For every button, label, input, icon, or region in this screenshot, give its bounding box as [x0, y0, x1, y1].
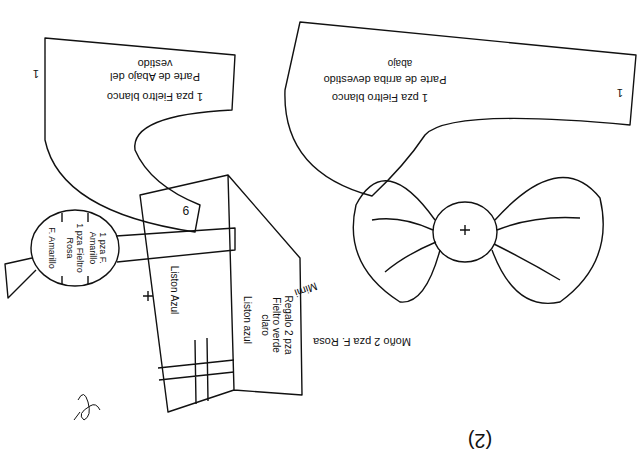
bow-knot — [433, 202, 497, 262]
pattern-piece: Regalo 2 pza Fieltro verde claro Liston a… — [150, 240, 300, 385]
pattern-label: (2) — [468, 429, 492, 452]
circle-piece — [31, 210, 119, 286]
pattern-label: Mimi — [293, 280, 319, 299]
pattern-label: 9 — [183, 203, 190, 217]
piece-note: Liston azul — [241, 296, 253, 344]
piece-note: 1 pza Fieltro blanco — [107, 91, 203, 104]
pattern-piece: Moño 2 pza F. Rosa — [300, 160, 610, 360]
piece-note: 1 pza Fieltro blanco — [332, 92, 428, 105]
dress-top-piece — [285, 22, 636, 196]
piece-note: 1 pza F. Amarillo — [88, 224, 109, 272]
pattern-piece: F. Amarillo 1 pza Fieltro Rosa1 pza F. Am… — [35, 215, 115, 281]
pattern-piece: 1 pza Fieltro blanco Parte de Abajo del v… — [90, 54, 230, 113]
piece-note: Liston Azul — [168, 266, 180, 314]
circle-dividers — [62, 213, 88, 284]
pattern-piece: 1 pza Fieltro blanco Parte de arriba deve… — [315, 50, 455, 110]
box-ribbon — [158, 338, 234, 404]
signature — [74, 394, 100, 420]
cross-mark — [460, 225, 470, 235]
piece-note: Regalo 2 pza Fieltro verde claro — [260, 289, 295, 361]
pattern-label: 1 — [617, 87, 623, 99]
bow-loops — [353, 178, 603, 304]
piece-note: 1 pza Fieltro Rosa — [65, 222, 86, 274]
skirt-piece — [45, 38, 235, 232]
band-piece — [5, 228, 235, 298]
pattern-label: abajo — [388, 58, 412, 69]
piece-note: Parte de Abajo del vestido — [110, 57, 200, 82]
cross-mark — [143, 291, 153, 301]
pattern-label: 1 — [33, 68, 39, 80]
piece-note: F. Amarillo — [47, 224, 57, 272]
piece-note: Moño 2 pza F. Rosa — [313, 336, 411, 349]
gift-box — [140, 175, 302, 412]
piece-note: Parte de arriba devestido — [324, 74, 447, 87]
bow-creases — [372, 218, 580, 281]
